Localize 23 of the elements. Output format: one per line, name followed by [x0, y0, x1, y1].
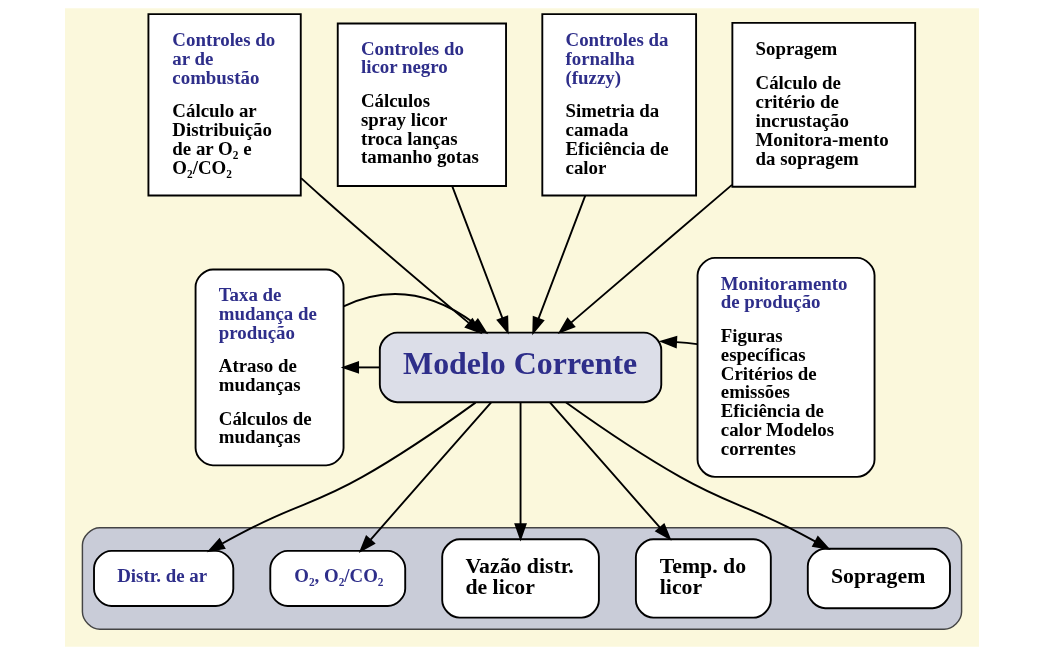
node-box: Controles do licor negro Cálculos spray licor troca lanças tamanho gotas: [336, 22, 507, 187]
arrow: [358, 401, 492, 554]
node-box: Sopragem: [806, 547, 951, 610]
arrow: [548, 401, 672, 541]
arrow: [564, 401, 831, 550]
arrow: [340, 361, 380, 374]
node-box: O₂, O₂/CO₂: [268, 549, 406, 607]
node-box: Controles da fornalha (fuzzy) Simetria da camada Eficiência de calor: [540, 13, 697, 197]
arrow: [513, 401, 527, 542]
node-box: Taxa de mudança de produção Atraso de mudanças Cálculos de mudanças: [194, 268, 344, 467]
node-box: Distr. de ar: [92, 549, 234, 607]
arrow: [206, 401, 476, 553]
node-box: Modelo Corrente: [378, 331, 662, 404]
node-box: Vazão distr. de licor: [440, 538, 600, 619]
arrow: [658, 335, 698, 349]
cluster: [81, 527, 962, 630]
node-box: Monitoramento de produção Figuras específicas Critérios de emissões Eficiência de calor Modelos correntes: [696, 256, 875, 478]
node-box: Temp. do licor: [634, 538, 772, 619]
node-box: Sopragem Cálculo de critério de incrustação Monitora-mento da sopragem: [730, 21, 916, 188]
arrow: [557, 183, 733, 335]
arrow: [299, 177, 482, 335]
arrow: [531, 194, 586, 336]
node-box: Controles do ar de combustão Cálculo ar Distribuição de ar O₂ e O₂/CO₂: [146, 13, 302, 197]
